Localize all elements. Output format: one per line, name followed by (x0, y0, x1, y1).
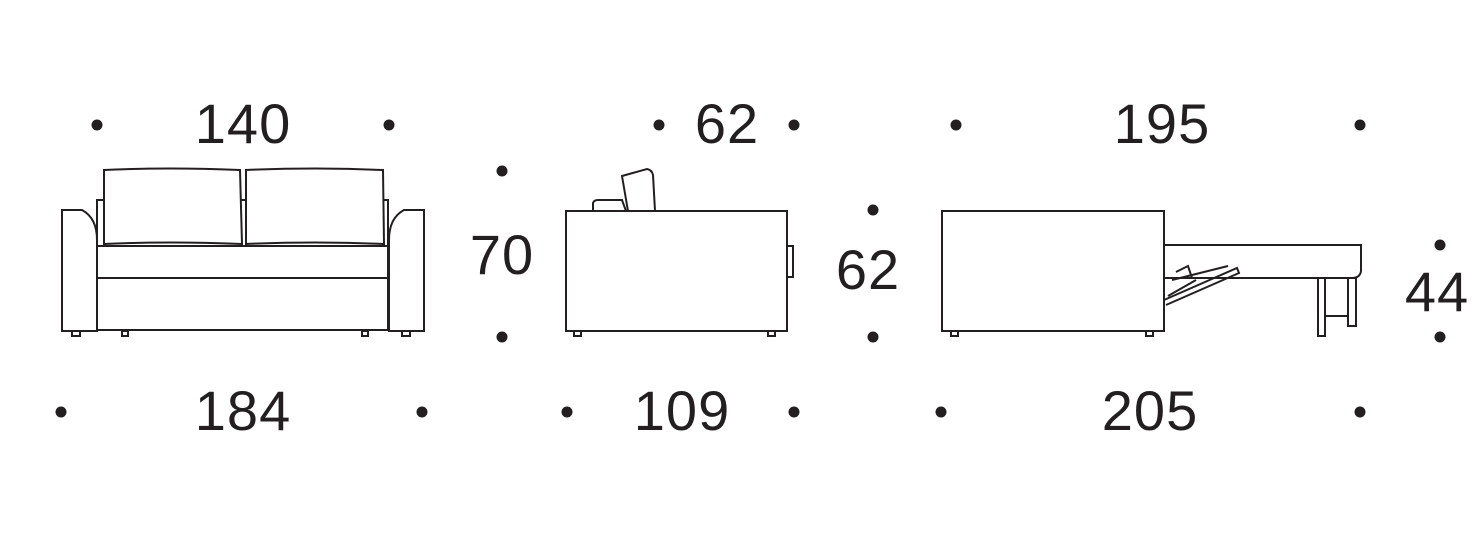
dimension-dot (383, 119, 395, 131)
front-seat-width-label: 140 (194, 92, 292, 155)
side-seat-depth-label: 62 (694, 92, 760, 155)
front-height-label: 70 (469, 223, 535, 286)
bed-mattress (1163, 244, 1362, 279)
dimension-dot (1354, 406, 1366, 418)
side-seat-edge (592, 199, 628, 212)
right-back-cushion (245, 167, 386, 246)
side-height-label: 62 (835, 238, 901, 301)
bed-total-length-label: 205 (1101, 379, 1199, 442)
seat-cushion (96, 245, 389, 279)
bed-view-drawing (941, 210, 1362, 337)
dimension-dot (788, 406, 800, 418)
side-total-depth-label: 109 (633, 379, 731, 442)
dimension-dot (935, 406, 947, 418)
left-armrest (61, 209, 98, 332)
dimension-dot (496, 165, 508, 177)
dimension-dot (950, 119, 962, 131)
dimension-dot (867, 204, 879, 216)
front-total-width-label: 184 (194, 379, 292, 442)
side-cushion-tilted (620, 167, 657, 212)
bed-sofa-body (941, 210, 1165, 332)
left-back-cushion (103, 167, 244, 246)
dimension-dot (91, 119, 103, 131)
right-armrest (388, 209, 425, 332)
dimension-dot (1354, 119, 1366, 131)
dimension-dot (496, 331, 508, 343)
dimension-dot (867, 331, 879, 343)
bed-mattress-length-label: 195 (1113, 92, 1211, 155)
sofa-base (96, 277, 389, 331)
dimension-dot (1434, 331, 1446, 343)
dimension-dot (653, 119, 665, 131)
bed-height-label: 44 (1404, 260, 1470, 323)
dimension-dot (788, 119, 800, 131)
dimension-dot (1434, 239, 1446, 251)
side-body (565, 210, 788, 332)
side-view-drawing (565, 167, 794, 337)
dimension-dot (55, 406, 67, 418)
dimension-dot (561, 406, 573, 418)
dimension-dot (416, 406, 428, 418)
front-view-drawing (61, 167, 425, 337)
